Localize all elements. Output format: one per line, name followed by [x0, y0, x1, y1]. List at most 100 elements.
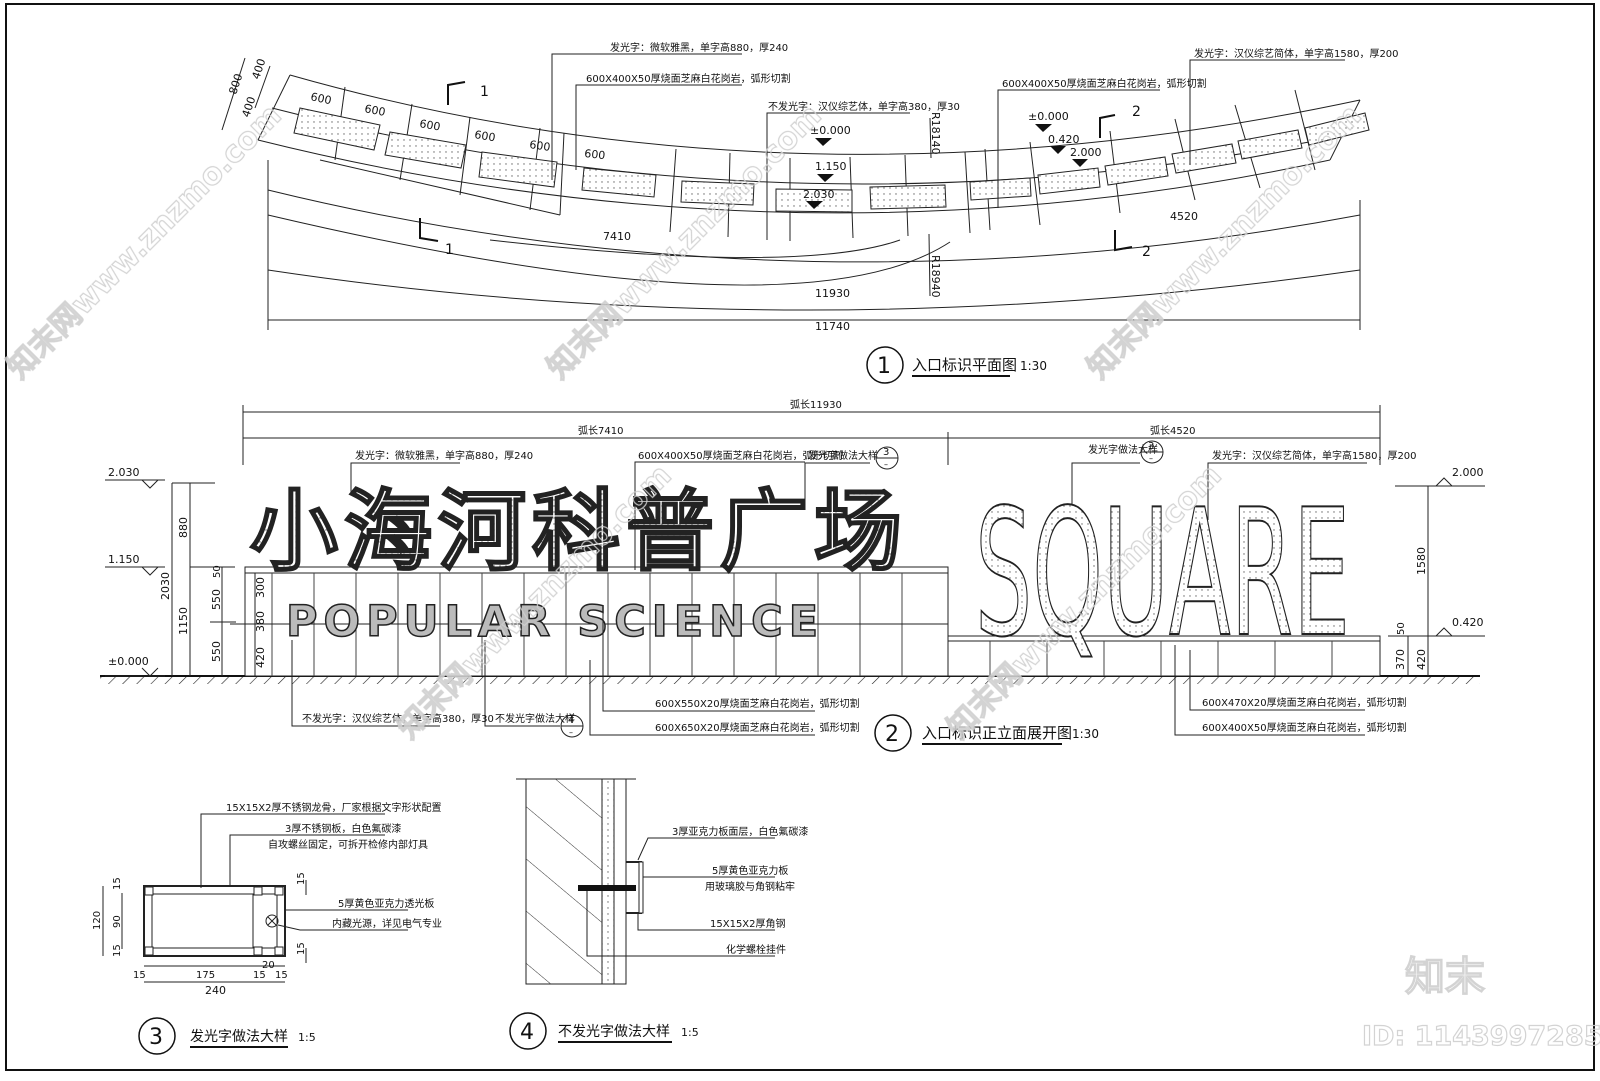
d3-title-scale: 1:5: [298, 1031, 316, 1044]
elev-arc-left: 弧长7410: [578, 424, 623, 437]
elev-dim-1150: 1150: [177, 607, 190, 635]
d3-dim: 175: [196, 970, 215, 981]
elev-dim-r420: 420: [1415, 649, 1428, 670]
elev-dim-50: 50: [212, 565, 223, 578]
section-marker-1-top: 1: [480, 84, 489, 100]
d3-title-circle: [138, 1017, 176, 1055]
elev-level-0420: 0.420: [1452, 616, 1484, 629]
detail-ref-3-num-right: 3: [1148, 441, 1154, 452]
d3-dim: 15: [296, 942, 307, 955]
plan-seg-dim: 600: [529, 138, 552, 154]
elev-callout-granite-650: 600X650X20厚烧面芝麻白花岗岩，弧形切割: [655, 721, 860, 734]
detail-ref-3-sheet: –: [884, 460, 888, 469]
d3-dim: 90: [112, 915, 123, 928]
plan-callout-square-text: 发光字：汉仪综艺简体，单字高1580，厚200: [1194, 47, 1399, 60]
elev-dim-1580: 1580: [1415, 547, 1428, 575]
elev-arc-total: 弧长11930: [790, 398, 842, 411]
elev-callout-nonglow-text: 不发光字：汉仪综艺体，单字高380，厚30: [302, 712, 494, 725]
d3-title-num: 3: [149, 1025, 163, 1050]
d4-callout-acrylic-face: 3厚亚克力板面层，白色氟碳漆: [672, 825, 808, 838]
plan-seg-dim: 600: [309, 90, 332, 107]
elev-level-2030: 2.030: [108, 466, 140, 479]
plan-callout-granite-right: 600X400X50厚烧面芝麻白花岗岩，弧形切割: [1002, 77, 1207, 90]
elev-dim-420: 420: [254, 647, 267, 668]
d3-dim: 20: [262, 960, 275, 971]
plan-level-r0: ±0.000: [1028, 110, 1069, 123]
watermark-diagonal: 知末网www.znzmo.com: [1, 98, 289, 386]
plan-radius-inner: R18140: [929, 112, 942, 155]
elev-arc-right: 弧长4520: [1150, 424, 1195, 437]
detail-ref-4-num: 4: [568, 715, 574, 726]
d3-callout-frame: 15X15X2厚不锈钢龙骨，厂家根据文字形状配置: [226, 801, 442, 814]
d4-title-num: 4: [520, 1020, 534, 1045]
plan-view: 800 400 400 600 600 600 600 600 600 1 1 …: [221, 41, 1399, 384]
plan-level-0420: 0.420: [1048, 133, 1080, 146]
d3-dim-240: 240: [205, 984, 226, 997]
elevation-view: 弧长11930 弧长7410 弧长4520 小海河: [100, 398, 1485, 752]
sign-text-square: SQUARE: [975, 473, 1350, 676]
d3-callout-screws: 自攻螺丝固定，可拆开检修内部灯具: [268, 838, 428, 851]
plan-arc-left: 7410: [603, 230, 631, 243]
elev-dim-r50: 50: [1396, 622, 1407, 635]
ground-hatch: [100, 676, 1480, 684]
d4-title-circle: [509, 1012, 547, 1050]
plan-radius-outer: R18940: [929, 255, 942, 298]
plan-title: 入口标识平面图: [912, 356, 1017, 374]
d3-title: 发光字做法大样: [190, 1029, 288, 1045]
sheet-border: [5, 3, 1595, 1071]
d4-title: 不发光字做法大样: [558, 1024, 670, 1040]
d3-dim: 15: [133, 970, 146, 981]
elev-level-0: ±0.000: [108, 655, 149, 668]
plan-chord-total: 11740: [815, 320, 850, 333]
plan-callout-granite: 600X400X50厚烧面芝麻白花岗岩，弧形切割: [586, 72, 791, 85]
plan-dim-400-bottom: 400: [239, 95, 258, 119]
plan-title-circle: [866, 346, 904, 384]
d4-callout-angle-steel: 15X15X2厚角钢: [710, 917, 786, 930]
elev-callout-detail-ref-right: 发光字做法大样: [1088, 443, 1158, 456]
sign-text-english: POPULAR SCIENCE: [286, 597, 824, 647]
detail-4-nonglow-letter: 3厚亚克力板面层，白色氟碳漆 5厚黄色亚克力板 用玻璃胶与角钢粘牢 15X15X…: [509, 778, 808, 1050]
detail-ref-4-sheet: –: [569, 728, 573, 737]
elev-title: 入口标识正立面展开图: [922, 724, 1072, 742]
section-marker-2-top: 2: [1132, 104, 1141, 120]
elev-callout-nonglow-detail: 不发光字做法大样: [495, 712, 575, 725]
base-wall-right: [947, 635, 1381, 677]
d3-callout-light: 内藏光源，详见电气专业: [332, 917, 442, 930]
elev-callout-granite: 600X400X50厚烧面芝麻白花岗岩，弧形切割: [638, 449, 843, 462]
plan-callout-glow-text: 发光字：微软雅黑，单字高880，厚240: [610, 41, 788, 54]
plan-title-num: 1: [877, 354, 891, 379]
elev-title-num: 2: [885, 722, 899, 747]
plan-seg-dim: 600: [584, 147, 606, 162]
d3-callout-acrylic: 5厚黄色亚克力透光板: [338, 897, 434, 910]
plan-level-2000: 2.000: [1070, 146, 1102, 159]
detail-3-glow-letter: 15X15X2厚不锈钢龙骨，厂家根据文字形状配置 3厚不锈钢板，白色氟碳漆 自攻…: [92, 801, 442, 1055]
elev-level-1150: 1.150: [108, 553, 140, 566]
d3-dim-120: 120: [92, 911, 103, 930]
plan-seg-dim: 600: [363, 102, 386, 119]
plan-callout-nonglow-text: 不发光字：汉仪综艺体，单字高380，厚30: [768, 100, 960, 113]
d3-dim: 15: [112, 877, 123, 890]
section-marker-2-bottom: 2: [1142, 244, 1151, 260]
watermark-brand: 知末: [1405, 954, 1485, 1000]
elev-dim-550a: 550: [210, 589, 223, 610]
d4-callout-bolt: 化学螺栓挂件: [726, 943, 786, 956]
sign-text-chinese: 小海河科普广场: [250, 480, 908, 583]
elev-dim-880: 880: [177, 517, 190, 538]
plan-level-0: ±0.000: [810, 124, 851, 137]
watermark-id: ID: 1143997285: [1362, 1021, 1600, 1052]
d3-dim: 15: [253, 970, 266, 981]
d3-dim: 15: [296, 872, 307, 885]
elev-callout-glow-text: 发光字：微软雅黑，单字高880，厚240: [355, 449, 533, 462]
elev-callout-detail-ref: 发光字做法大样: [808, 449, 878, 462]
elev-dim-300: 300: [254, 577, 267, 598]
plan-level-1150: 1.150: [815, 160, 847, 173]
detail-ref-3-sheet-right: –: [1149, 454, 1153, 463]
plan-arc-total: 11930: [815, 287, 850, 300]
elev-callout-granite-400: 600X400X50厚烧面芝麻白花岗岩，弧形切割: [1202, 721, 1407, 734]
d4-callout-glue: 用玻璃胶与角钢粘牢: [705, 880, 795, 893]
elev-callout-granite-470: 600X470X20厚烧面芝麻白花岗岩，弧形切割: [1202, 696, 1407, 709]
base-wall-left: [244, 566, 949, 677]
plan-level-2030: 2.030: [803, 188, 835, 201]
